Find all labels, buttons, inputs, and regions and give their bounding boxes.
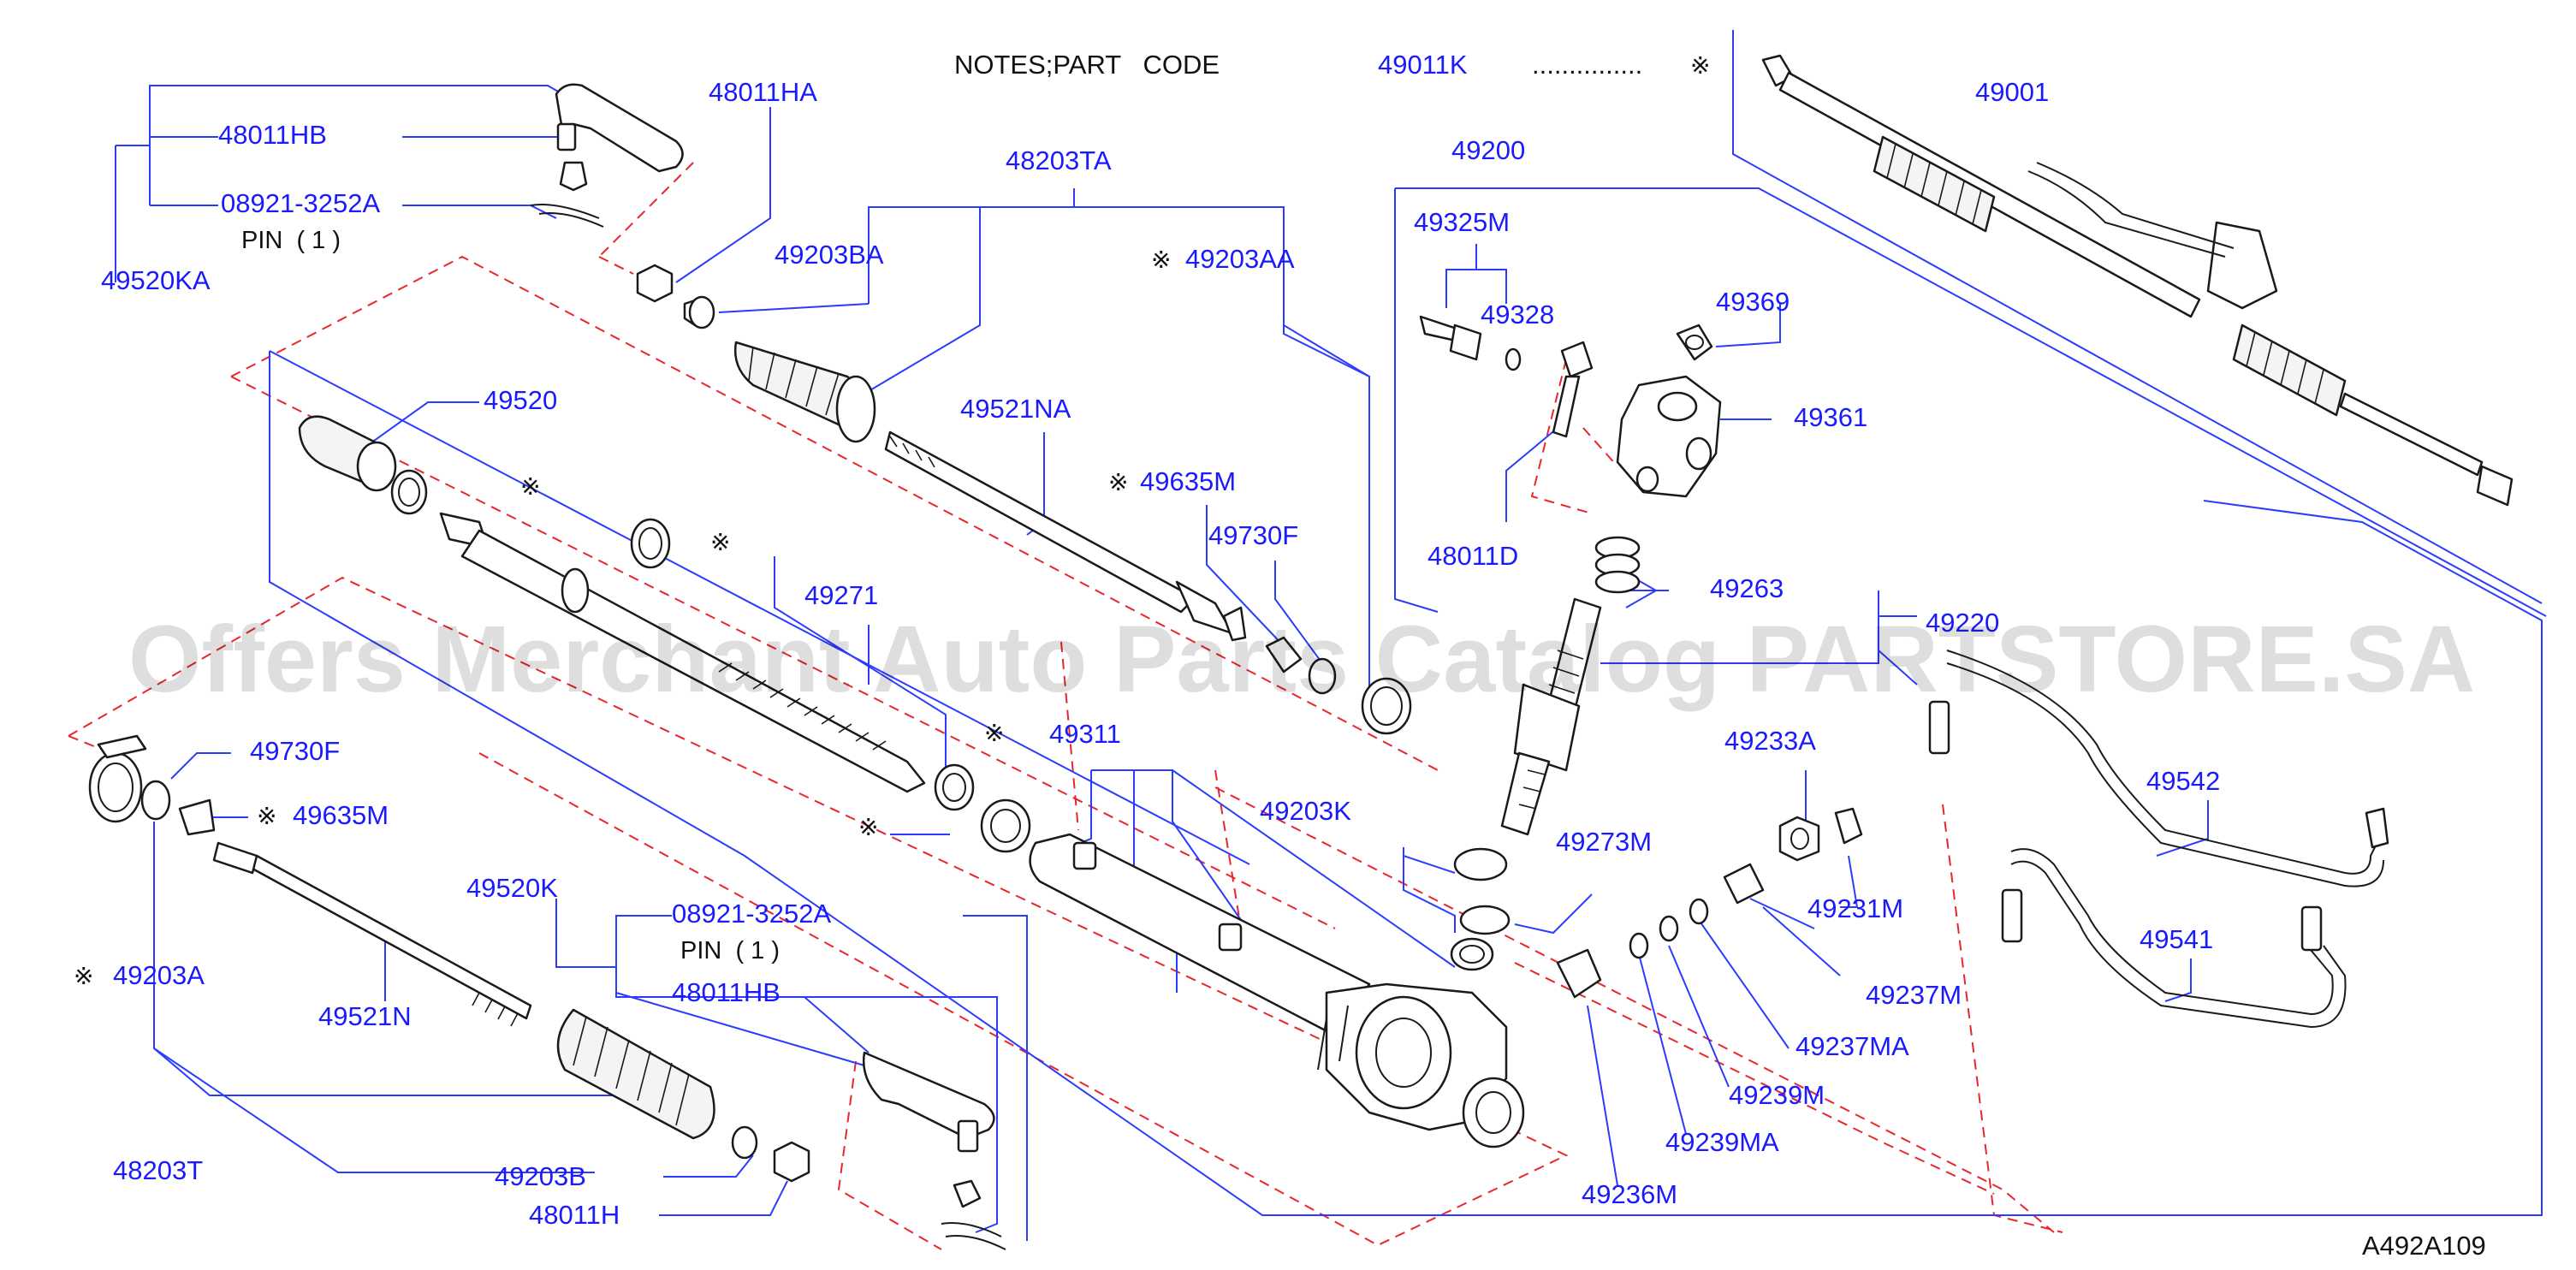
label-49328: 49328 <box>1481 300 1554 329</box>
label-49203ba: 49203BA <box>775 240 884 270</box>
label-pin-top: PIN ( 1 ) <box>241 227 341 254</box>
notes-symbol: ※ <box>1690 51 1710 80</box>
label-49635m-left: 49635M <box>293 800 389 830</box>
label-49635m-top: 49635M <box>1140 466 1236 496</box>
mark-49203a: ※ <box>74 962 93 990</box>
label-48203ta: 48203TA <box>1006 145 1112 175</box>
spring-49263 <box>1594 536 1641 594</box>
bellows-bottom <box>556 1008 715 1140</box>
label-49220: 49220 <box>1926 608 1999 638</box>
label-48011hb-bot: 48011HB <box>672 977 781 1007</box>
label-49233a: 49233A <box>1724 726 1816 756</box>
label-49237m: 49237M <box>1866 980 1962 1010</box>
label-49520: 49520 <box>484 385 557 415</box>
label-48011d: 48011D <box>1427 541 1518 571</box>
label-49263: 49263 <box>1710 573 1784 603</box>
label-48011ha: 48011HA <box>709 77 817 107</box>
notes-dots: ............... <box>1532 50 1642 80</box>
label-49325m: 49325M <box>1414 207 1510 237</box>
label-49236m: 49236M <box>1582 1179 1677 1209</box>
label-49542: 49542 <box>2146 766 2220 796</box>
mark-49635m-left: ※ <box>257 802 276 830</box>
pinion-shaft <box>1500 597 1602 836</box>
label-08921-bot: 08921-3252A <box>672 899 831 929</box>
part-drawings <box>88 54 2514 1250</box>
label-49239m: 49239M <box>1729 1080 1825 1110</box>
label-08921-top: 08921-3252A <box>221 188 380 218</box>
rack-assembly-49001 <box>1761 54 2514 507</box>
mark-49203aa: ※ <box>1151 246 1171 274</box>
label-49203a: 49203A <box>113 960 205 990</box>
label-49203k: 49203K <box>1260 796 1351 826</box>
label-49271: 49271 <box>804 580 878 610</box>
label-49200: 49200 <box>1451 135 1525 165</box>
label-48203t: 48203T <box>113 1155 203 1185</box>
rack-bar <box>439 512 926 793</box>
bellows-top <box>733 341 876 443</box>
label-49273m: 49273M <box>1556 827 1652 857</box>
label-49237ma: 49237MA <box>1795 1031 1909 1061</box>
label-48011h: 48011H <box>529 1200 620 1230</box>
label-pin-bot: PIN ( 1 ) <box>680 937 780 964</box>
label-49521na: 49521NA <box>960 394 1071 424</box>
notes-code: 49011K <box>1378 50 1468 80</box>
mark-49635m-top: ※ <box>1108 468 1128 496</box>
mark-49520-ring: ※ <box>520 472 540 501</box>
label-49520ka: 49520KA <box>101 265 211 295</box>
label-49001: 49001 <box>1975 77 2049 107</box>
mark-49730f-rack: ※ <box>710 528 730 556</box>
label-49520k: 49520K <box>466 873 558 903</box>
label-49311: 49311 <box>1049 719 1121 749</box>
label-49361: 49361 <box>1794 402 1867 432</box>
mark-housing-ring: ※ <box>984 719 1004 747</box>
label-49541: 49541 <box>2140 924 2213 954</box>
label-49239ma: 49239MA <box>1665 1127 1779 1157</box>
notes-title: NOTES;PART CODE <box>954 50 1220 80</box>
label-48011hb-top: 48011HB <box>218 120 327 150</box>
rack-housing <box>1029 833 1525 1148</box>
diagram-code: A492A109 <box>2362 1231 2486 1261</box>
part-labels: 48011HA 48011HB 08921-3252A PIN ( 1 ) 49… <box>74 77 2486 1261</box>
label-49203aa: 49203AA <box>1185 244 1295 274</box>
label-49231m: 49231M <box>1807 893 1903 923</box>
label-49203b: 49203B <box>495 1161 586 1191</box>
notes-header: NOTES;PART CODE 49011K ............... ※ <box>954 50 1710 80</box>
label-49730f-top: 49730F <box>1208 520 1298 550</box>
label-49730f-left: 49730F <box>250 736 340 766</box>
label-49521n: 49521N <box>318 1001 412 1031</box>
watermark: Offers Merchant Auto Parts Catalog PARTS… <box>128 607 2475 712</box>
mark-left-ring: ※ <box>858 813 878 841</box>
label-49369: 49369 <box>1716 287 1790 317</box>
